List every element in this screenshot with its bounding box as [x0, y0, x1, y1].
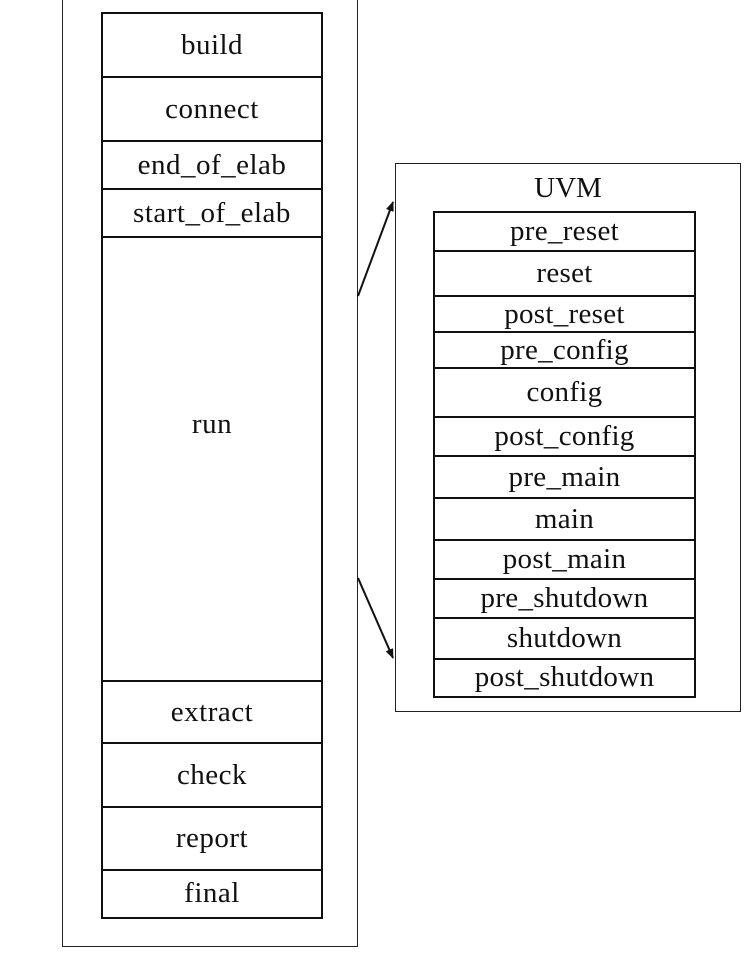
uvm-phase-pre-main: pre_main	[435, 457, 694, 499]
phase-check: check	[103, 744, 321, 808]
uvm-phases-column: pre_reset reset post_reset pre_config co…	[433, 211, 696, 698]
upper-expansion-arrow	[357, 201, 394, 297]
uvm-phase-post-main: post_main	[435, 541, 694, 580]
common-phases-column: build connect end_of_elab start_of_elab …	[101, 12, 323, 919]
uvm-phase-shutdown: shutdown	[435, 619, 694, 660]
uvm-phase-post-reset: post_reset	[435, 297, 694, 333]
uvm-phase-reset: reset	[435, 252, 694, 297]
uvm-phase-pre-shutdown: pre_shutdown	[435, 580, 694, 619]
phase-connect: connect	[103, 78, 321, 142]
uvm-phase-post-shutdown: post_shutdown	[474, 661, 655, 693]
uvm-phase-config: config	[435, 369, 694, 418]
phase-build: build	[103, 14, 321, 78]
phase-run: run	[103, 238, 321, 682]
phase-extract: extract	[103, 682, 321, 744]
phase-start-of-elab: start_of_elab	[103, 190, 321, 238]
uvm-phase-pre-reset: pre_reset	[435, 213, 694, 252]
uvm-runtime-phases-frame: UVM pre_reset reset post_reset pre_confi…	[395, 163, 741, 712]
uvm-title: UVM	[534, 172, 602, 204]
uvm-phase-post-config: post_config	[435, 418, 694, 457]
phase-end-of-elab: end_of_elab	[103, 142, 321, 190]
uvm-phase-main: main	[435, 499, 694, 541]
uvm-phase-pre-config: pre_config	[435, 333, 694, 369]
phase-report: report	[103, 808, 321, 871]
lower-expansion-arrow	[357, 577, 394, 659]
phase-final: final	[184, 877, 240, 909]
common-phases-frame	[62, 0, 358, 947]
